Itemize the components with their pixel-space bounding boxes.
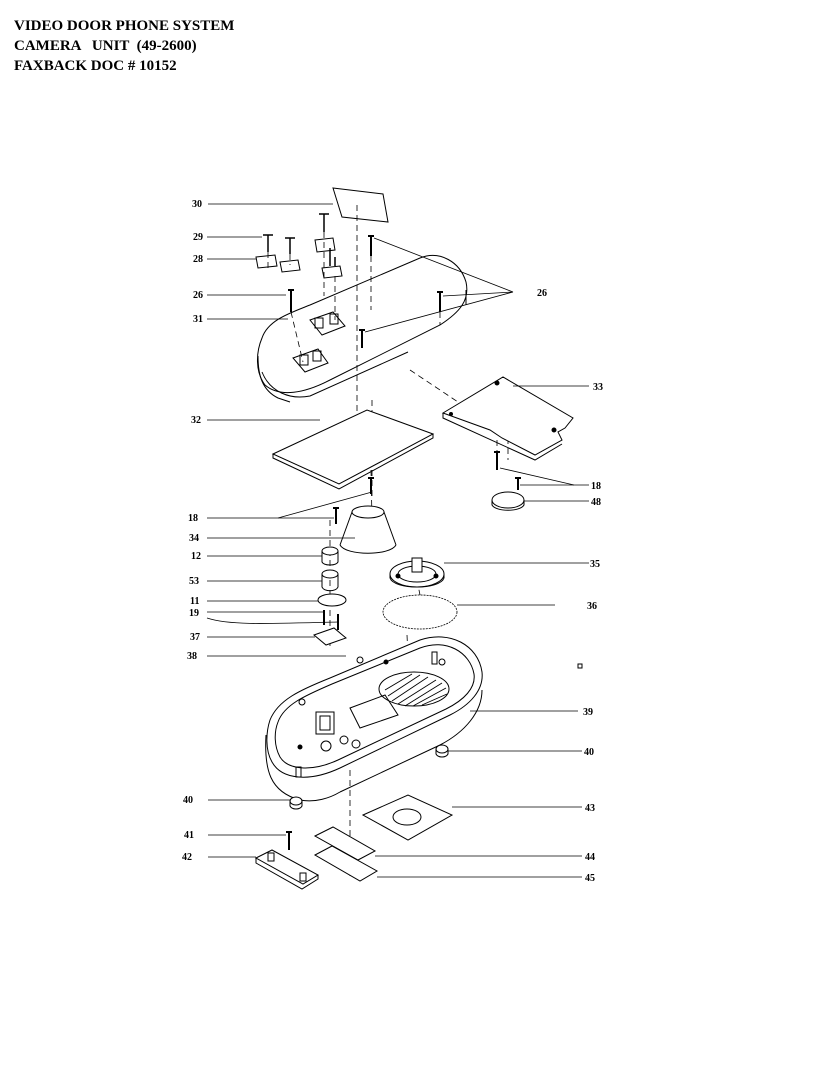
part-membrane <box>382 594 458 630</box>
callout-36: 36 <box>587 601 597 612</box>
callout-32: 32 <box>191 415 201 426</box>
part-pcb-small <box>441 376 574 461</box>
part-screw-41-cap-42 <box>254 831 320 890</box>
header-model: CAMERA UNIT (49-2600) <box>14 38 197 54</box>
part-speaker <box>389 557 445 588</box>
leader-lines <box>206 203 589 878</box>
header-title: VIDEO DOOR PHONE SYSTEM <box>14 18 235 34</box>
callout-29: 29 <box>193 232 203 243</box>
callout-43: 43 <box>585 803 595 814</box>
callout-42: 42 <box>182 852 192 863</box>
part-front-cover <box>257 254 468 403</box>
callout-33: 33 <box>593 382 603 393</box>
callout-28: 28 <box>193 254 203 265</box>
part-screws-18 <box>333 451 521 524</box>
callout-34: 34 <box>189 533 199 544</box>
callout-44: 44 <box>585 852 595 863</box>
part-housing <box>265 636 583 802</box>
callout-41: 41 <box>184 830 194 841</box>
callout-53: 53 <box>189 576 199 587</box>
part-cover-brackets <box>292 311 346 373</box>
callout-40-right: 40 <box>584 747 594 758</box>
part-strips <box>313 826 379 882</box>
callout-40-left: 40 <box>183 795 193 806</box>
callout-35: 35 <box>590 559 600 570</box>
part-lens-hood <box>339 505 397 554</box>
callout-37: 37 <box>190 632 200 643</box>
part-gasket <box>361 794 454 841</box>
header-doc-number: FAXBACK DOC # 10152 <box>14 58 177 74</box>
callout-19: 19 <box>189 608 199 619</box>
callout-30: 30 <box>192 199 202 210</box>
callout-18-right: 18 <box>591 481 601 492</box>
callout-18-left: 18 <box>188 513 198 524</box>
part-pcb-large <box>271 409 435 490</box>
callout-26-left: 26 <box>193 290 203 301</box>
callout-12: 12 <box>191 551 201 562</box>
part-round-pad <box>491 491 525 511</box>
document-header: VIDEO DOOR PHONE SYSTEM CAMERA UNIT (49-… <box>14 16 234 76</box>
callout-48: 48 <box>591 497 601 508</box>
part-nuts-40 <box>289 744 449 810</box>
callout-38: 38 <box>187 651 197 662</box>
part-lens-stack <box>317 546 347 607</box>
callout-26-right: 26 <box>537 288 547 299</box>
callout-31: 31 <box>193 314 203 325</box>
callout-45: 45 <box>585 873 595 884</box>
callout-11: 11 <box>190 596 199 607</box>
part-screws-top <box>255 213 443 348</box>
callout-39: 39 <box>583 707 593 718</box>
part-label-plate <box>332 187 389 223</box>
callout-labels: 30 29 28 26 31 26 33 32 18 48 18 34 12 3… <box>182 199 603 884</box>
